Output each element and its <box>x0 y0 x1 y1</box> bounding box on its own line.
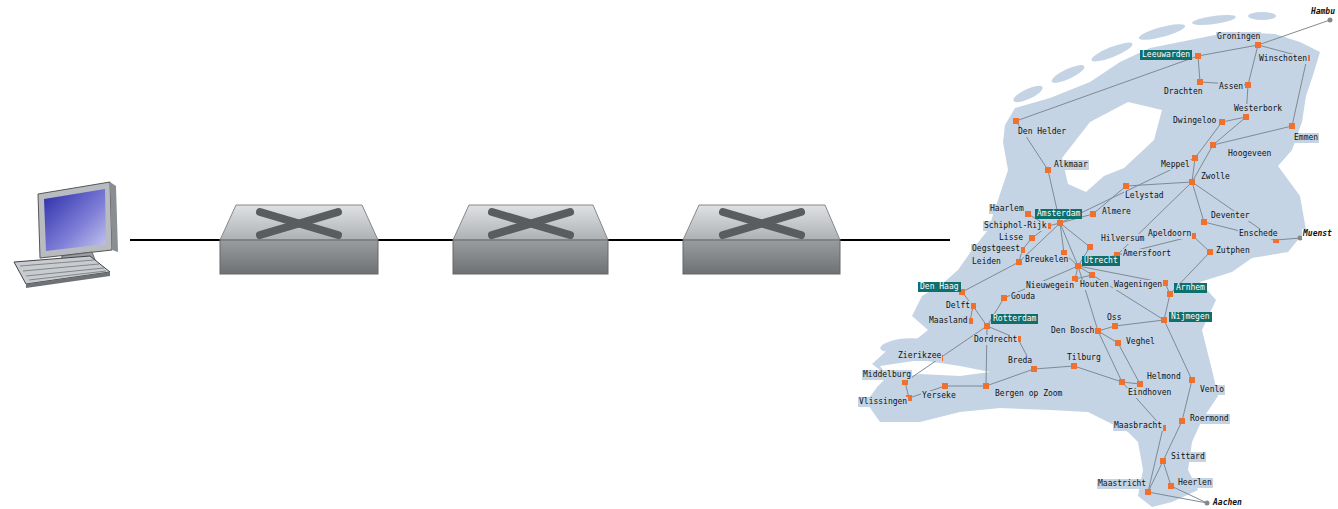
city-label: Venlo <box>1199 385 1225 395</box>
city-label: Zierikzee <box>897 351 942 361</box>
city-label: Meppel <box>1160 160 1191 170</box>
city-label: Haarlem <box>989 204 1025 214</box>
city-label: Den Bosch <box>1050 326 1095 336</box>
city-label: Amersfoort <box>1122 249 1172 259</box>
city-label: Drachten <box>1163 87 1204 97</box>
hub-city-label: Rotterdam <box>991 314 1038 324</box>
city-label: Hilversum <box>1100 234 1145 244</box>
foreign-city-label: Aachen <box>1212 498 1243 508</box>
city-label: Sittard <box>1170 452 1206 462</box>
city-label: Oss <box>1106 313 1122 323</box>
hub-city-label: Amsterdam <box>1035 209 1082 219</box>
city-label: Schiphol-Rijk <box>983 221 1048 231</box>
city-label: Assen <box>1218 82 1244 92</box>
map-water <box>880 102 1162 380</box>
city-label: Westerbork <box>1233 104 1283 114</box>
city-label: Eindhoven <box>1127 388 1172 398</box>
city-label: Vlissingen <box>858 397 908 407</box>
city-label: Dwingeloo <box>1172 116 1217 126</box>
city-label: Tilburg <box>1066 353 1102 363</box>
network-links <box>905 20 1330 503</box>
city-label: Maasbracht <box>1113 421 1163 431</box>
hub-city-label: Leeuwarden <box>1140 50 1192 60</box>
city-label: Gouda <box>1010 292 1036 302</box>
city-label: Middelburg <box>862 370 912 380</box>
city-label: Zwolle <box>1200 172 1231 182</box>
city-label: Nieuwegein <box>1025 281 1075 291</box>
city-label: Winschoten <box>1258 54 1308 64</box>
city-label: Oegstgeest <box>971 244 1021 254</box>
city-label: Maastricht <box>1097 479 1147 489</box>
city-label: Groningen <box>1216 32 1261 42</box>
city-label: Dordrecht <box>973 335 1018 345</box>
city-label: Almere <box>1101 207 1132 217</box>
city-label: Heerlen <box>1177 478 1213 488</box>
city-dot <box>902 42 1310 495</box>
city-label: Breda <box>1007 356 1033 366</box>
hub-city-label: Nijmegen <box>1169 312 1212 322</box>
city-label: Apeldoorn <box>1147 229 1192 239</box>
city-label: Delft <box>945 301 971 311</box>
hub-city-label: Arnhem <box>1174 283 1207 293</box>
city-label: Den Helder <box>1017 127 1067 137</box>
city-label: Lelystad <box>1124 191 1165 201</box>
city-label: Leiden <box>971 257 1002 267</box>
city-label: Yerseke <box>921 391 957 401</box>
city-label: Helmond <box>1146 372 1182 382</box>
switch-icon <box>453 205 608 274</box>
foreign-city-label: Muenst <box>1302 229 1333 239</box>
foreign-city-label: Hambu <box>1310 7 1336 17</box>
city-label: Wageningen <box>1113 280 1163 290</box>
city-label: Zutphen <box>1215 246 1251 256</box>
city-label: Houten <box>1079 280 1110 290</box>
city-label: Roermond <box>1189 414 1230 424</box>
city-label: Breukelen <box>1024 255 1069 265</box>
hub-city-label: Den Haag <box>918 282 961 292</box>
city-label: Maasland <box>928 316 969 326</box>
map-land <box>866 12 1320 507</box>
city-label: Emmen <box>1293 133 1319 143</box>
city-label: Alkmaar <box>1053 160 1089 170</box>
city-label: Veghel <box>1125 337 1156 347</box>
city-label: Lisse <box>998 233 1024 243</box>
city-label: Bergen op Zoom <box>994 389 1063 399</box>
hub-city-label: Utrecht <box>1082 256 1120 266</box>
city-label: Deventer <box>1210 211 1251 221</box>
switch-icon <box>683 205 840 274</box>
city-label: Hoogeveen <box>1227 149 1272 159</box>
switch-icon <box>220 205 378 274</box>
computer-icon <box>14 182 118 288</box>
city-label: Enschede <box>1238 229 1279 239</box>
foreign-city-dot <box>1205 18 1333 506</box>
